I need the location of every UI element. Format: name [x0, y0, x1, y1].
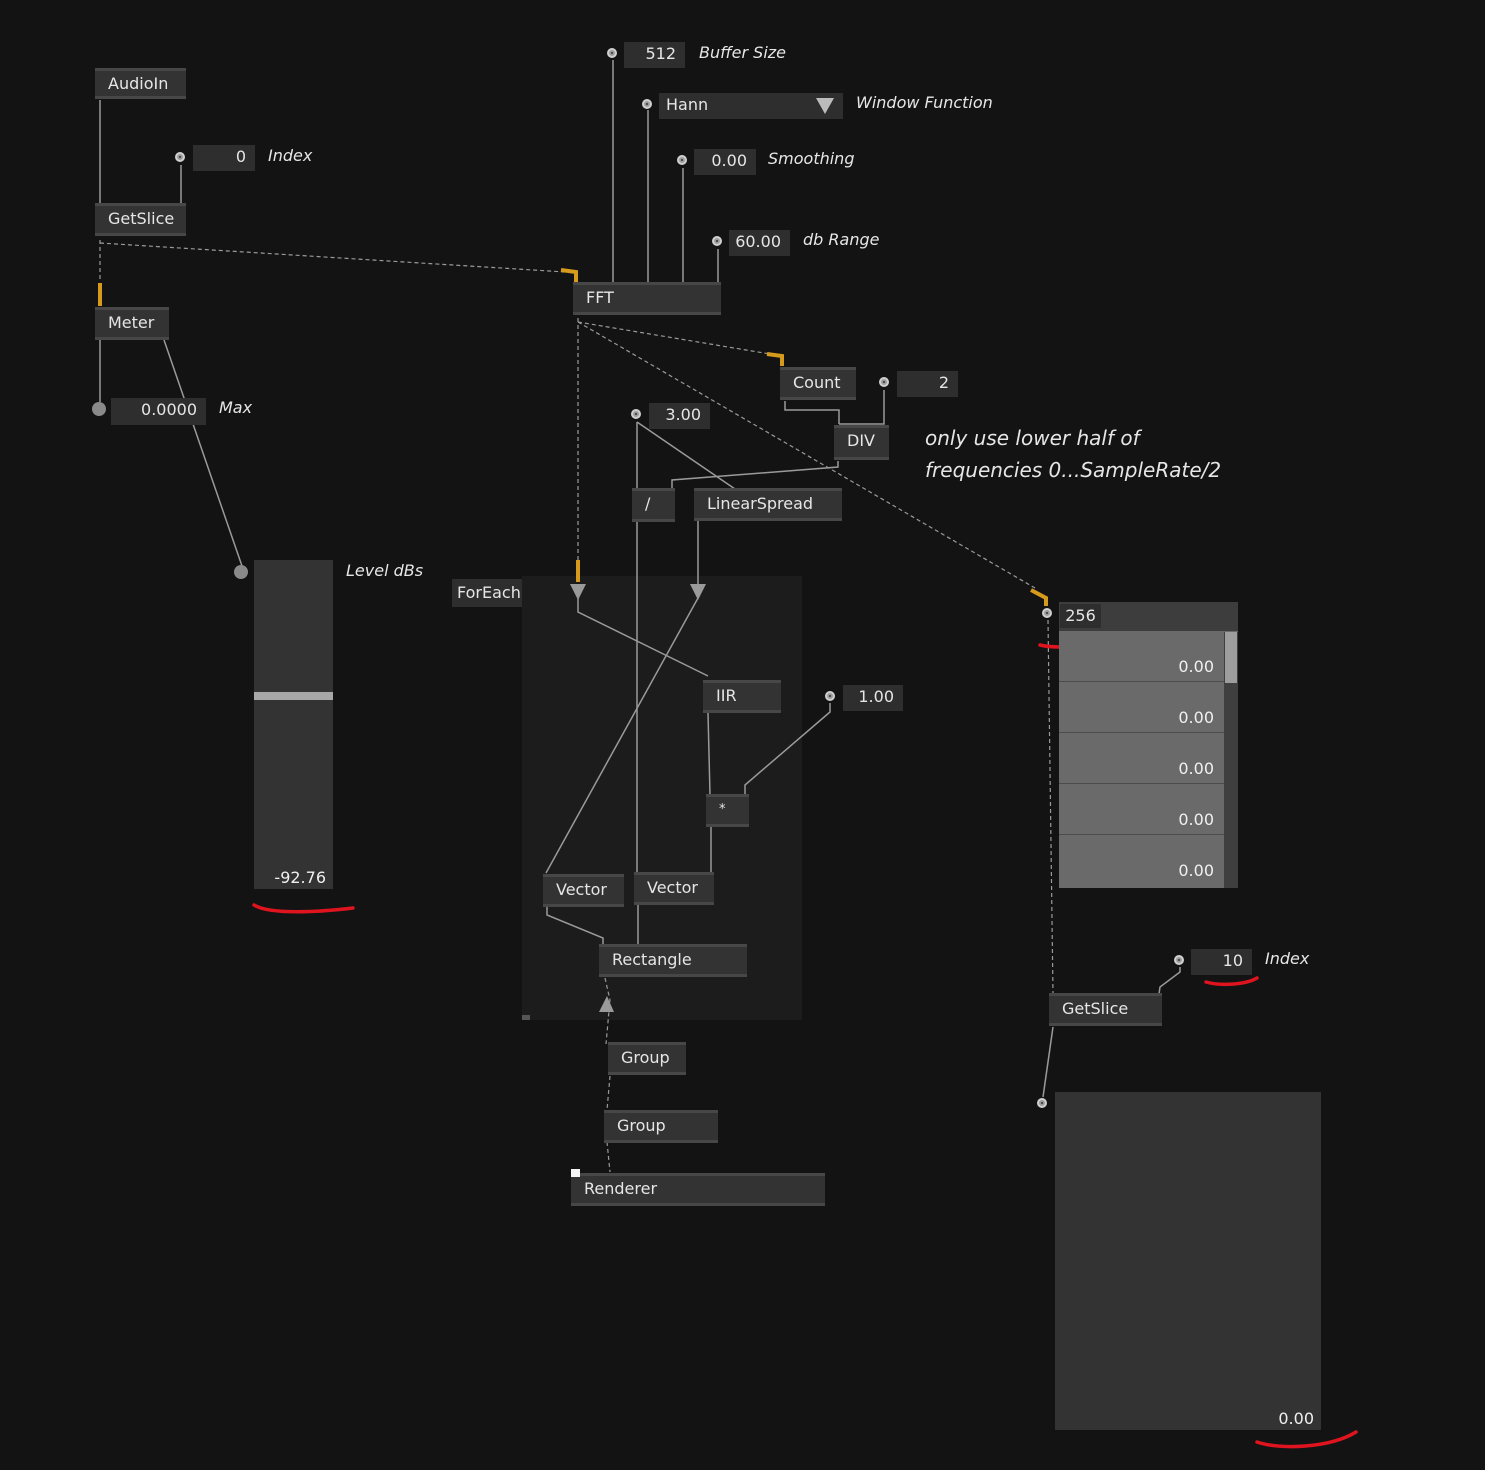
max-value[interactable]: 0.0000 — [111, 398, 206, 425]
spread-row-value: 0.00 — [1178, 759, 1214, 778]
foreach-label[interactable]: ForEach — [452, 579, 522, 607]
scale-input[interactable]: 1.00 — [843, 685, 903, 711]
spread-scrollbar[interactable] — [1224, 632, 1238, 888]
index-right-label: Index — [1265, 949, 1310, 968]
group-node-b[interactable]: Group — [604, 1110, 718, 1143]
annotation-line-1: only use lower half of — [925, 426, 1140, 450]
spread-row-value: 0.00 — [1178, 657, 1214, 676]
output-value-box[interactable]: 0.00 — [1055, 1092, 1321, 1430]
spread-width-input[interactable]: 3.00 — [649, 403, 710, 429]
vector-node-a[interactable]: Vector — [543, 874, 624, 907]
spread-row[interactable]: 0.00 — [1059, 632, 1224, 682]
count-divisor-input[interactable]: 2 — [897, 371, 958, 397]
spread-row-value: 0.00 — [1178, 708, 1214, 727]
index-right-pin[interactable] — [1174, 955, 1184, 965]
renderer-handle[interactable] — [571, 1169, 580, 1177]
spread-width-pin[interactable] — [631, 409, 641, 419]
level-meter-label: Level dBs — [346, 561, 424, 580]
smoothing-pin[interactable] — [677, 155, 687, 165]
window-function-value: Hann — [666, 95, 709, 114]
audioin-node[interactable]: AudioIn — [95, 68, 186, 99]
spread-count-value[interactable]: 256 — [1060, 604, 1101, 628]
window-function-pin[interactable] — [642, 99, 652, 109]
divide-node[interactable]: / — [632, 488, 675, 522]
iir-node[interactable]: IIR — [703, 680, 781, 713]
count-divisor-pin[interactable] — [879, 377, 889, 387]
index-label: Index — [268, 146, 313, 165]
count-node[interactable]: Count — [780, 367, 856, 400]
rectangle-node[interactable]: Rectangle — [599, 944, 747, 977]
level-meter-pin[interactable] — [234, 565, 248, 579]
spread-row-value: 0.00 — [1178, 861, 1214, 880]
renderer-node[interactable]: Renderer — [571, 1173, 825, 1206]
spread-row[interactable]: 0.00 — [1059, 683, 1224, 733]
index-pin[interactable] — [175, 152, 185, 162]
spread-count-pin[interactable] — [1042, 608, 1052, 618]
index-input[interactable]: 0 — [193, 145, 255, 171]
spread-scrollbar-thumb[interactable] — [1225, 632, 1237, 683]
db-range-input[interactable]: 60.00 — [729, 230, 790, 256]
dropdown-arrow-icon[interactable] — [816, 98, 834, 114]
buffer-size-input[interactable]: 512 — [624, 42, 685, 68]
getslice-node-right[interactable]: GetSlice — [1049, 993, 1162, 1026]
window-function-label: Window Function — [856, 93, 993, 112]
max-label: Max — [219, 398, 253, 417]
window-function-select[interactable]: Hann — [659, 93, 843, 119]
output-pin[interactable] — [1037, 1098, 1047, 1108]
level-meter[interactable]: -92.76 — [254, 560, 333, 889]
meter-node[interactable]: Meter — [95, 307, 169, 340]
db-range-label: db Range — [803, 230, 880, 249]
max-output-pin[interactable] — [92, 402, 106, 416]
buffer-size-pin[interactable] — [607, 48, 617, 58]
spread-row[interactable]: 0.00 — [1059, 836, 1224, 886]
div-node[interactable]: DIV — [834, 425, 889, 460]
annotation-comment: only use lower half of frequencies 0...S… — [925, 422, 1221, 486]
annotation-line-2: frequencies 0...SampleRate/2 — [925, 458, 1222, 482]
smoothing-input[interactable]: 0.00 — [694, 149, 756, 175]
index-right-input[interactable]: 10 — [1191, 949, 1252, 975]
vector-node-b[interactable]: Vector — [634, 872, 714, 905]
spread-row-value: 0.00 — [1178, 810, 1214, 829]
spread-rows: 0.00 0.00 0.00 0.00 0.00 — [1059, 632, 1238, 888]
smoothing-label: Smoothing — [768, 149, 855, 168]
group-node-a[interactable]: Group — [608, 1042, 686, 1075]
level-meter-value: -92.76 — [274, 868, 326, 887]
scale-pin[interactable] — [825, 691, 835, 701]
multiply-node[interactable]: * — [706, 794, 749, 827]
spread-row[interactable]: 0.00 — [1059, 785, 1224, 835]
fft-node[interactable]: FFT — [573, 282, 721, 315]
spread-count-header[interactable]: 256 — [1059, 602, 1238, 631]
db-range-pin[interactable] — [712, 236, 722, 246]
spread-row[interactable]: 0.00 — [1059, 734, 1224, 784]
output-value: 0.00 — [1278, 1409, 1314, 1428]
foreach-resize-handle[interactable] — [522, 1015, 530, 1020]
getslice-node-top[interactable]: GetSlice — [95, 203, 186, 236]
spread-panel[interactable]: 256 0.00 0.00 0.00 0.00 0.00 — [1059, 602, 1238, 888]
linearspread-node[interactable]: LinearSpread — [694, 488, 842, 521]
level-meter-indicator — [254, 692, 333, 700]
buffer-size-label: Buffer Size — [699, 43, 787, 62]
